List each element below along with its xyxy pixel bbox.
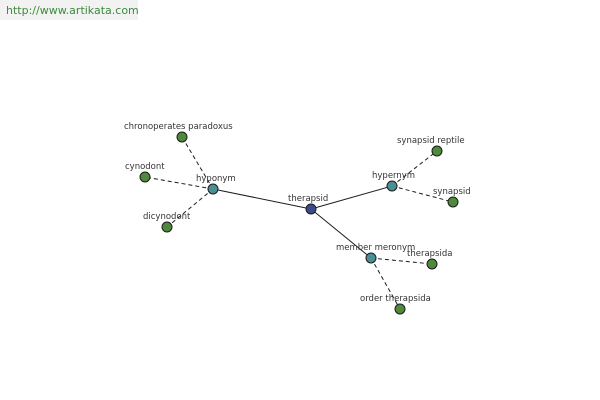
edge-hyponym-cynodont [144,176,214,190]
leaf-label-order_therapsida: order therapsida [360,294,431,304]
leaf-node-cynodont [139,171,151,183]
edge-therapsid-hyponym [212,188,312,210]
edge-hyponym-chronoperates [181,136,214,190]
leaf-node-order_therapsida [394,303,406,315]
leaf-label-synapsid: synapsid [433,187,471,197]
edge-hypernym-synapsid [391,185,454,203]
relation-label-hyponym: hyponym [196,174,236,184]
center-node-therapsid [305,203,317,215]
edge-hyponym-dicynodont [166,188,214,228]
leaf-node-synapsid_reptile [431,145,443,157]
leaf-label-therapsida: therapsida [407,249,452,259]
leaf-label-synapsid_reptile: synapsid reptile [397,136,465,146]
edge-therapsid-member_meronym [310,208,372,259]
banner: http://www.artikata.com [0,0,139,20]
site-url-link[interactable]: http://www.artikata.com [6,4,139,17]
leaf-node-synapsid [447,196,459,208]
relation-label-member_meronym: member meronym [336,243,415,253]
leaf-node-dicynodont [161,221,173,233]
leaf-label-dicynodont: dicynodont [143,212,191,222]
edge-therapsid-hypernym [310,185,393,210]
relation-node-hypernym [386,180,398,192]
relation-node-hyponym [207,183,219,195]
center-label-therapsid: therapsid [288,194,328,204]
leaf-node-chronoperates [176,131,188,143]
relation-label-hypernym: hypernym [372,171,415,181]
edge-member_meronym-order_therapsida [370,257,401,310]
leaf-node-therapsida [426,258,438,270]
edge-member_meronym-therapsida [370,257,433,265]
edge-hypernym-synapsid_reptile [391,150,438,187]
leaf-label-cynodont: cynodont [125,162,165,172]
relation-node-member_meronym [365,252,377,264]
leaf-label-chronoperates: chronoperates paradoxus [124,122,233,132]
